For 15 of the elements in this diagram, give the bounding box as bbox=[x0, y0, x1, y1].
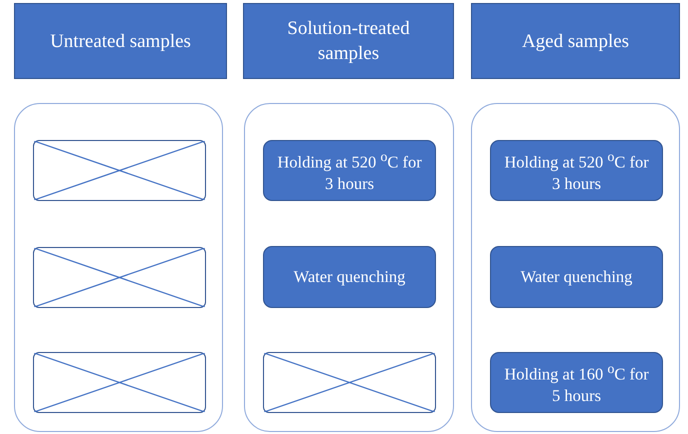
column-panel bbox=[244, 103, 454, 432]
crossed-box bbox=[33, 352, 206, 413]
process-box: Water quenching bbox=[490, 246, 663, 308]
process-box: Holding at 520 $^{o}$C for 3 hours bbox=[263, 140, 436, 201]
process-box: Holding at 520 $^{o}$C for 3 hours bbox=[490, 140, 663, 201]
crossed-box bbox=[263, 352, 436, 413]
header-box: Untreated samples bbox=[14, 3, 227, 79]
crossed-box bbox=[33, 140, 206, 201]
column-panel bbox=[14, 103, 223, 432]
process-box: Water quenching bbox=[263, 246, 436, 308]
header-box: Aged samples bbox=[471, 3, 680, 79]
crossed-box bbox=[33, 247, 206, 308]
process-box: Holding at 160 $^{o}$C for 5 hours bbox=[490, 352, 663, 413]
column-panel bbox=[471, 103, 680, 432]
header-box: Solution-treated samples bbox=[243, 3, 454, 79]
